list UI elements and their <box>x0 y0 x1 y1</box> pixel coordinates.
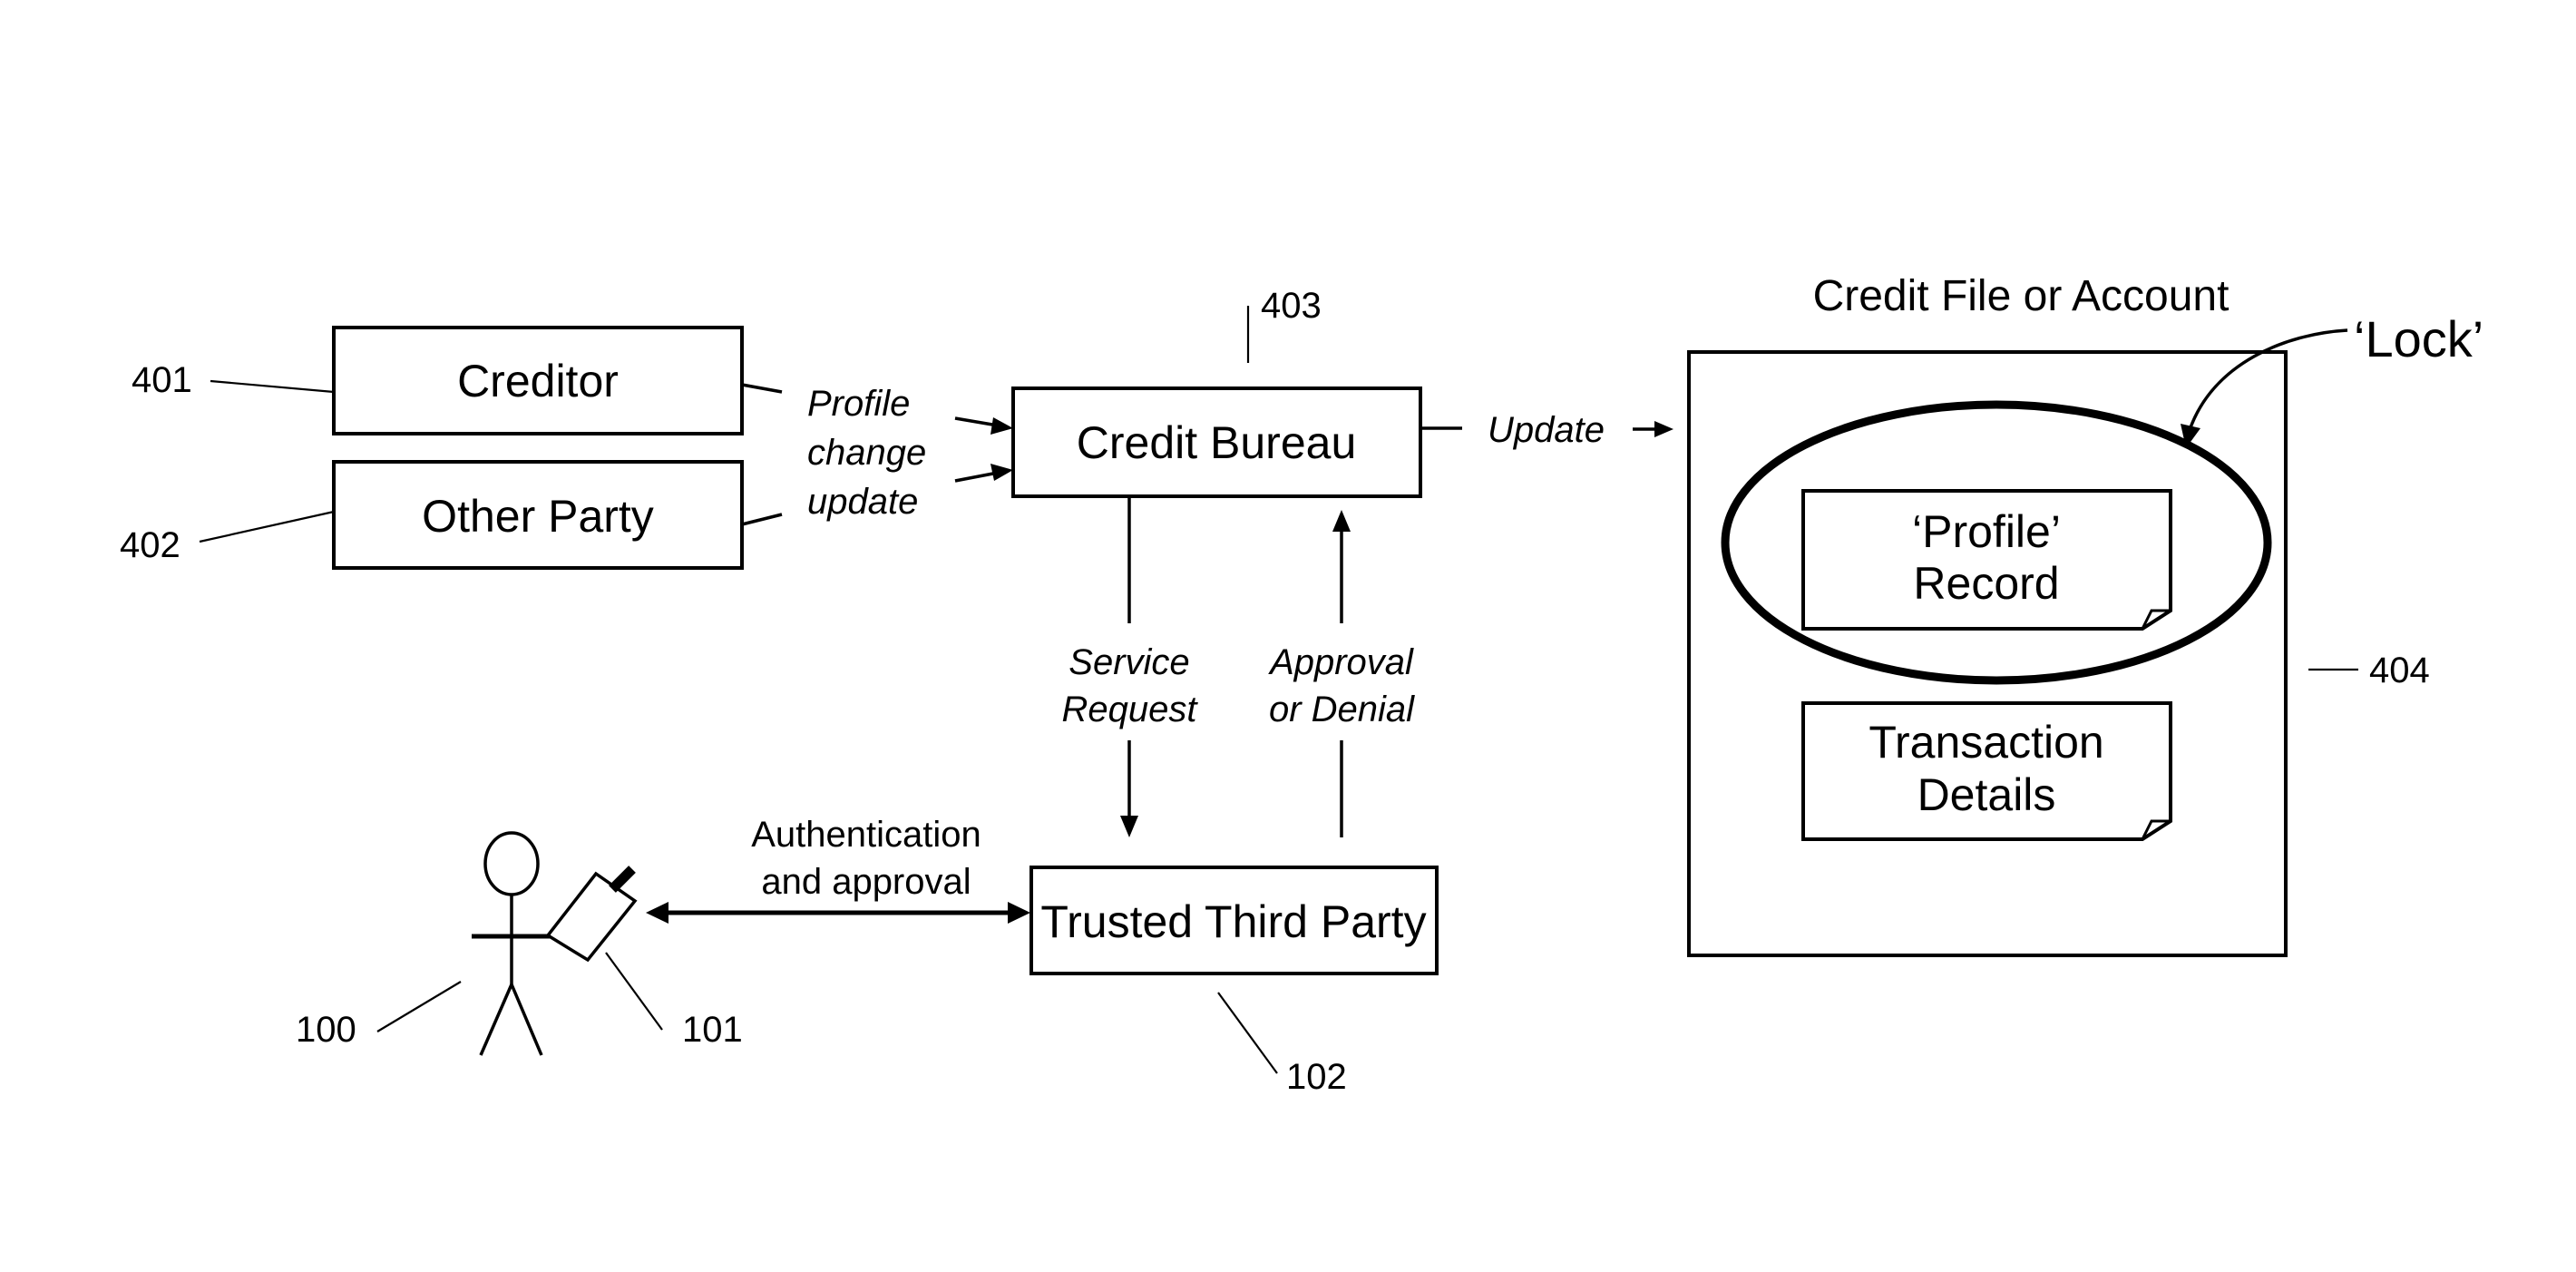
consumer-right-leg <box>512 984 542 1055</box>
approval-or-denial-label: Approval or Denial <box>1268 642 1415 729</box>
authentication-line1: Authentication <box>751 815 981 855</box>
profile-change-update-line3: update <box>807 482 918 522</box>
service-request-line2: Request <box>1062 690 1199 729</box>
other-party-ref-number: 402 <box>120 525 181 565</box>
credit-file-ref-number: 404 <box>2369 651 2430 690</box>
credit-bureau-node[interactable]: Credit Bureau <box>1013 388 1420 496</box>
other-party-ref-leader <box>200 512 334 542</box>
mobile-ref-leader <box>606 953 662 1030</box>
trusted-third-party-node[interactable]: Trusted Third Party <box>1031 867 1437 974</box>
creditor-label: Creditor <box>457 356 619 406</box>
phone-antenna <box>612 869 632 889</box>
profile-record-line2: Record <box>1913 558 2059 609</box>
profile-change-update-line1: Profile <box>807 384 910 424</box>
approval-arrowhead-icon <box>1332 510 1351 532</box>
authentication-right-arrowhead-icon <box>1008 902 1030 924</box>
credit-bureau-ref-number: 403 <box>1261 286 1322 326</box>
profile-change-update-line2: change <box>807 433 926 473</box>
lock-label: ‘Lock’ <box>2354 310 2483 367</box>
credit-file-box <box>1689 352 2286 955</box>
other-party-node[interactable]: Other Party <box>334 462 742 568</box>
transaction-details-line2: Details <box>1917 769 2056 820</box>
creditor-output-stub <box>742 385 782 392</box>
approval-line2: or Denial <box>1269 690 1415 729</box>
service-request-arrowhead-icon <box>1120 816 1138 837</box>
credit-file-title: Credit File or Account <box>1813 272 2230 320</box>
consumer-head <box>485 833 538 895</box>
authentication-line2: and approval <box>761 862 971 902</box>
profile-record-document[interactable]: ‘Profile’ Record <box>1803 491 2171 629</box>
update-edge-label: Update <box>1488 410 1605 450</box>
authentication-left-arrowhead-icon <box>646 902 668 924</box>
mobile-phone-icon <box>548 869 635 960</box>
authentication-label: Authentication and approval <box>751 815 981 902</box>
creditor-to-bureau-arrowhead-icon <box>990 417 1013 435</box>
creditor-ref-number: 401 <box>132 360 192 400</box>
service-request-line1: Service <box>1068 642 1189 682</box>
trusted-third-party-ref-leader <box>1218 993 1277 1073</box>
other-party-output-stub <box>742 514 782 524</box>
phone-body <box>548 874 635 960</box>
creditor-node[interactable]: Creditor <box>334 328 742 434</box>
update-arrowhead-icon <box>1654 421 1673 437</box>
other-party-to-bureau-arrowhead-icon <box>990 464 1013 481</box>
transaction-details-document[interactable]: Transaction Details <box>1803 703 2171 839</box>
service-request-label: Service Request <box>1062 642 1199 729</box>
trusted-third-party-ref-number: 102 <box>1286 1057 1347 1097</box>
other-party-to-bureau-arrow-shaft <box>955 473 998 481</box>
transaction-details-line1: Transaction <box>1869 717 2103 768</box>
credit-bureau-label-text: Credit Bureau <box>1077 417 1357 468</box>
creditor-ref-leader <box>210 381 334 392</box>
profile-change-update-label: Profile change update <box>807 384 926 522</box>
approval-line1: Approval <box>1268 642 1414 682</box>
mobile-ref-number: 101 <box>682 1010 743 1050</box>
trusted-third-party-label: Trusted Third Party <box>1040 896 1426 947</box>
consumer-ref-number: 100 <box>296 1010 356 1050</box>
consumer-stick-figure-icon <box>472 833 551 1055</box>
creditor-to-bureau-arrow-shaft <box>955 418 998 426</box>
other-party-label: Other Party <box>422 491 654 542</box>
consumer-left-leg <box>481 984 512 1055</box>
profile-record-line1: ‘Profile’ <box>1912 506 2061 557</box>
credit-file-node[interactable]: ‘Profile’ Record Transaction Details <box>1689 352 2286 955</box>
consumer-ref-leader <box>377 982 461 1032</box>
